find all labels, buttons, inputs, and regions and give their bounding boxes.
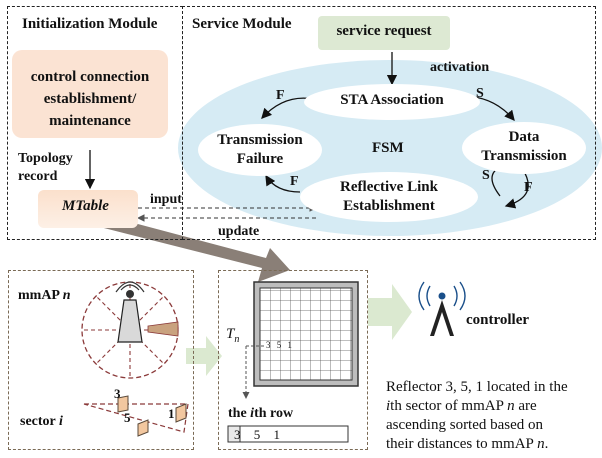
ith-row-cells (227, 425, 349, 443)
ith-row-label: the ith row (228, 406, 293, 422)
controller-label: controller (466, 312, 530, 328)
input-label: input (150, 192, 182, 207)
mmap-n: n (62, 288, 71, 303)
sta-association-state (304, 84, 480, 120)
service-module-box (182, 6, 596, 240)
row-i: i (250, 406, 255, 421)
mmap-label: mmAP n (18, 288, 71, 304)
control-connection-box (12, 50, 168, 138)
initialization-module-title: Initialization Module (22, 16, 158, 32)
fail-line-1: Transmission (217, 132, 303, 148)
transition-s-top: S (476, 86, 484, 101)
control-line-1: control connection (30, 69, 150, 85)
reflector-5-label: 5 (124, 410, 131, 425)
reflector-1-label: 1 (168, 406, 175, 421)
desc-l2-text: th sector of mmAP (390, 398, 508, 414)
green-arrow-right (368, 284, 412, 340)
data-line-2: Transmission (481, 148, 567, 164)
transition-f-bottom: F (290, 174, 299, 189)
desc-line-2: ith sector of mmAP n are (386, 397, 600, 416)
row-prefix: the (228, 406, 247, 421)
refl-line-1: Reflective Link (340, 179, 438, 195)
mtable-box (38, 190, 138, 228)
tn-label: Tn (226, 326, 239, 345)
desc-l4-end: . (544, 436, 549, 452)
mmap-prefix: mmAP (18, 288, 60, 303)
service-request-label: service request (336, 23, 432, 39)
row-cell-values: 3 5 1 (234, 427, 285, 443)
desc-l4-n: n (537, 436, 545, 452)
mmap-sector-figure (81, 281, 189, 437)
sta-association-label: STA Association (340, 92, 444, 108)
desc-l2-i: i (386, 398, 391, 414)
desc-line-3: ascending sorted based on (386, 416, 600, 435)
green-arrow-left (186, 336, 222, 376)
service-module-title: Service Module (192, 16, 292, 32)
mtable-label: MTable (62, 198, 109, 214)
reflective-link-state (300, 172, 478, 222)
topology-line-2: record (18, 169, 58, 184)
control-line-3: maintenance (49, 113, 131, 129)
transmission-failure-label: Transmission Failure (198, 131, 322, 169)
reflector-3-label: 3 (114, 386, 121, 401)
tn-main: T (226, 326, 235, 342)
desc-l3: ascending sorted based on (386, 417, 544, 433)
mtable-grid-figure (253, 281, 359, 387)
sector-label: sector i (20, 414, 63, 430)
data-transmission-state (462, 122, 586, 174)
control-line-2: establishment/ (43, 91, 137, 107)
data-transmission-label: Data Transmission (462, 128, 586, 166)
grid-values: 3 5 1 (266, 340, 294, 350)
tn-sub: n (234, 334, 240, 345)
control-connection-label: control connection establishment/ mainte… (12, 66, 168, 132)
topology-line-1: Topology (18, 151, 73, 166)
desc-l2-n: n (507, 398, 515, 414)
fsm-label: FSM (372, 140, 404, 156)
desc-l4: their distances to mmAP (386, 436, 538, 452)
transition-s-loop: S (482, 168, 490, 183)
reflective-link-label: Reflective Link Establishment (300, 178, 478, 216)
reflector-description: Reflector 3, 5, 1 located in the ith sec… (386, 378, 600, 454)
controller-antenna (418, 281, 466, 311)
mtable-to-grid-arrow (86, 212, 290, 282)
row-suffix: th row (254, 406, 294, 421)
desc-line-1: Reflector 3, 5, 1 located in the (386, 378, 600, 397)
desc-l2-end: are (514, 398, 537, 414)
mmap-panel-box (8, 270, 194, 450)
transmission-failure-state (198, 124, 322, 176)
fail-line-2: Failure (236, 151, 284, 167)
transition-f-loop: F (524, 180, 533, 195)
service-request-box (318, 16, 450, 50)
desc-l1: Reflector 3, 5, 1 located in the (386, 379, 568, 395)
data-line-1: Data (508, 129, 540, 145)
arrow-f-bottom (265, 174, 301, 193)
transition-f-top: F (276, 88, 285, 103)
row-values: 3 5 1 (234, 427, 285, 442)
mtable-panel-box (218, 270, 368, 450)
refl-line-2: Establishment (343, 198, 435, 214)
grid-row-values: 3 5 1 (266, 340, 294, 350)
desc-line-4: their distances to mmAP n. (386, 435, 600, 454)
update-label: update (218, 224, 260, 239)
sector-i: i (59, 414, 63, 429)
activation-label: activation (430, 60, 490, 75)
topology-record-label: Topology record (18, 150, 73, 186)
sector-prefix: sector (20, 414, 56, 429)
